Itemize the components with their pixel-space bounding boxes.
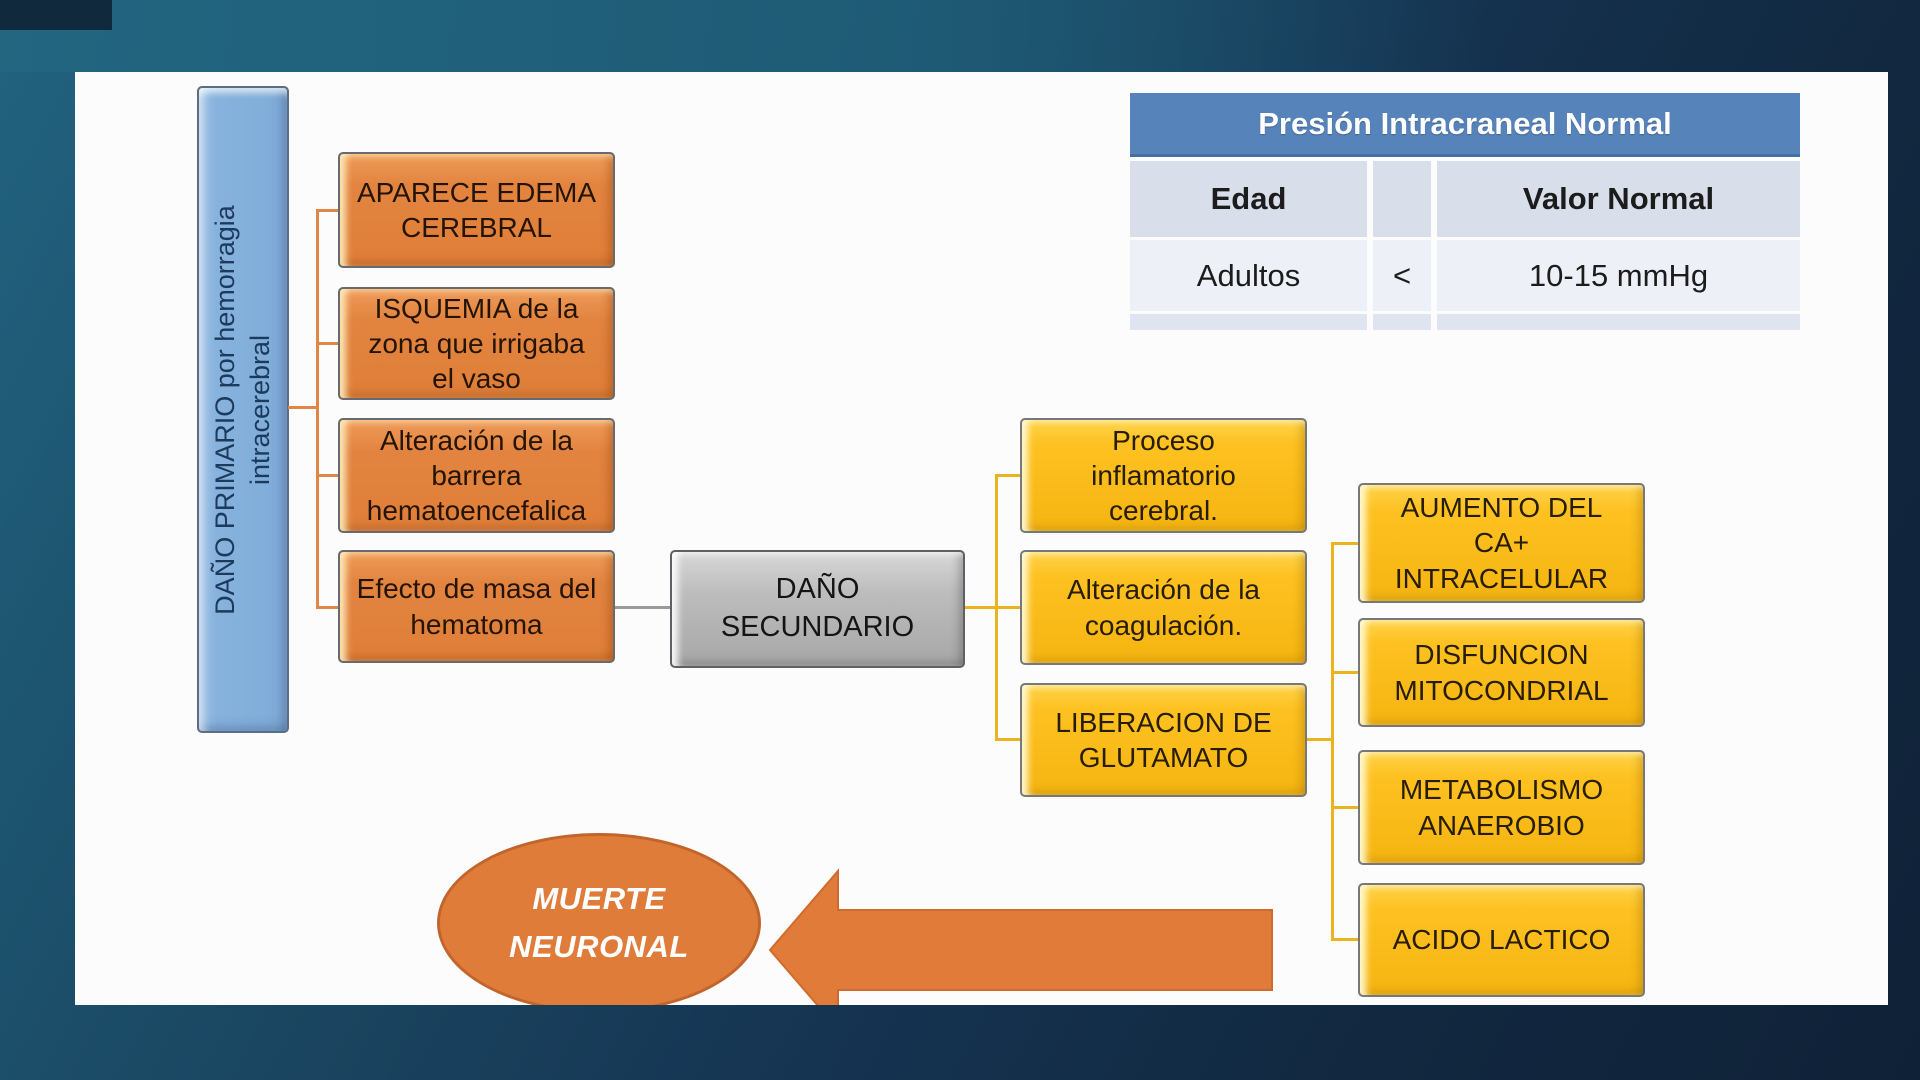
secondary-effect-glutamato: LIBERACION DE GLUTAMATO [1020, 683, 1307, 797]
connector-gold-feed [965, 606, 998, 609]
icp-cell-valor: 10-15 mmHg [1437, 240, 1800, 311]
effect-box-isquemia: ISQUEMIA de la zona que irrigaba el vaso [338, 287, 615, 400]
effect-box-masa: Efecto de masa del hematoma [338, 550, 615, 663]
icp-col-valor: Valor Normal [1437, 161, 1800, 237]
slide-canvas: DAÑO PRIMARIO por hemorragia intracerebr… [75, 72, 1888, 1005]
secondary-effect-coagulacion: Alteración de la coagulación. [1020, 550, 1307, 665]
connector-cascade-trunk [1331, 542, 1334, 940]
connector-gold-branch-3 [995, 738, 1022, 741]
primary-damage-label: DAÑO PRIMARIO por hemorragia intracerebr… [209, 205, 275, 615]
effect-box-barrera: Alteración de la barrera hematoencefalic… [338, 418, 615, 533]
connector-secondary-feed [615, 606, 670, 609]
icp-table: Presión Intracraneal Normal Edad Valor N… [1130, 93, 1800, 333]
icp-col-edad: Edad [1130, 161, 1367, 237]
icp-cell-lessthan: < [1373, 240, 1431, 311]
connector-primary-branch-4 [316, 606, 338, 609]
connector-primary-trunk [316, 209, 319, 609]
icp-table-title: Presión Intracraneal Normal [1130, 93, 1800, 157]
connector-cascade-branch-3 [1331, 806, 1358, 809]
icp-cell-adultos: Adultos [1130, 240, 1367, 311]
background-teal-band [0, 0, 1500, 72]
outcome-ellipse: MUERTE NEURONAL [437, 833, 761, 1005]
left-block-arrow [768, 868, 1273, 1005]
icp-table-data-row: Adultos < 10-15 mmHg [1130, 240, 1800, 311]
secondary-damage-box: DAÑO SECUNDARIO [670, 550, 965, 668]
cascade-box-lactico: ACIDO LACTICO [1358, 883, 1645, 997]
connector-cascade-feed [1307, 738, 1334, 741]
cascade-box-calcio: AUMENTO DEL CA+ INTRACELULAR [1358, 483, 1645, 603]
connector-gold-branch-2 [995, 606, 1020, 609]
connector-primary-branch-1 [316, 209, 338, 212]
primary-damage-box [197, 86, 289, 733]
icp-table-footer-row [1130, 314, 1800, 330]
connector-primary-branch-3 [316, 474, 338, 477]
connector-primary-feed [288, 406, 319, 409]
connector-cascade-branch-1 [1331, 542, 1358, 545]
connector-gold-branch-1 [995, 474, 1020, 477]
background-corner-shade [0, 0, 112, 30]
secondary-effect-inflamatorio: Proceso inflamatorio cerebral. [1020, 418, 1307, 533]
cascade-box-mitocondrial: DISFUNCION MITOCONDRIAL [1358, 618, 1645, 727]
connector-cascade-branch-4 [1331, 938, 1358, 941]
connector-cascade-branch-2 [1331, 671, 1358, 674]
connector-primary-branch-2 [316, 342, 338, 345]
cascade-box-anaerobio: METABOLISMO ANAEROBIO [1358, 750, 1645, 865]
icp-table-header-row: Edad Valor Normal [1130, 161, 1800, 237]
effect-box-edema: APARECE EDEMA CEREBRAL [338, 152, 615, 268]
icp-col-empty [1373, 161, 1431, 237]
